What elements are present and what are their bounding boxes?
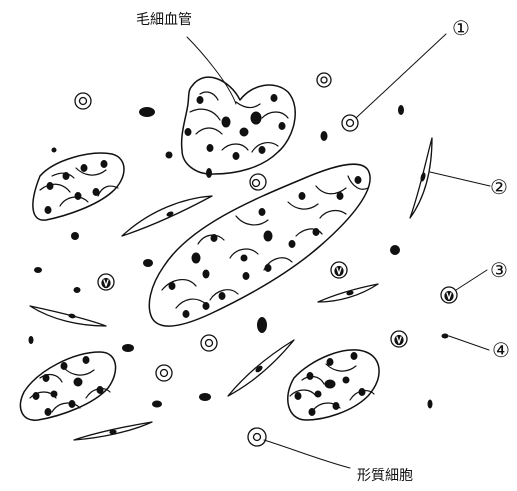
- marker-3-label: ③: [490, 260, 508, 280]
- capillary-label: 毛細血管: [136, 13, 192, 27]
- capillary-right-lower: [288, 350, 379, 420]
- marker-1-label: ①: [452, 18, 470, 38]
- capillary-center: [149, 164, 370, 326]
- spindle-cells: [30, 138, 432, 440]
- stromal-cell-label: 形質細胞: [357, 469, 413, 483]
- plasma-cells: [75, 73, 358, 446]
- nucleated-cells: [98, 262, 457, 347]
- marker-4-label: ④: [492, 340, 510, 360]
- capillary-left-upper: [33, 153, 124, 220]
- marker-2-label: ②: [490, 177, 508, 197]
- capillary-top: [182, 77, 296, 174]
- scattered-nuclei: [29, 105, 449, 409]
- capillary-left-lower: [20, 352, 115, 420]
